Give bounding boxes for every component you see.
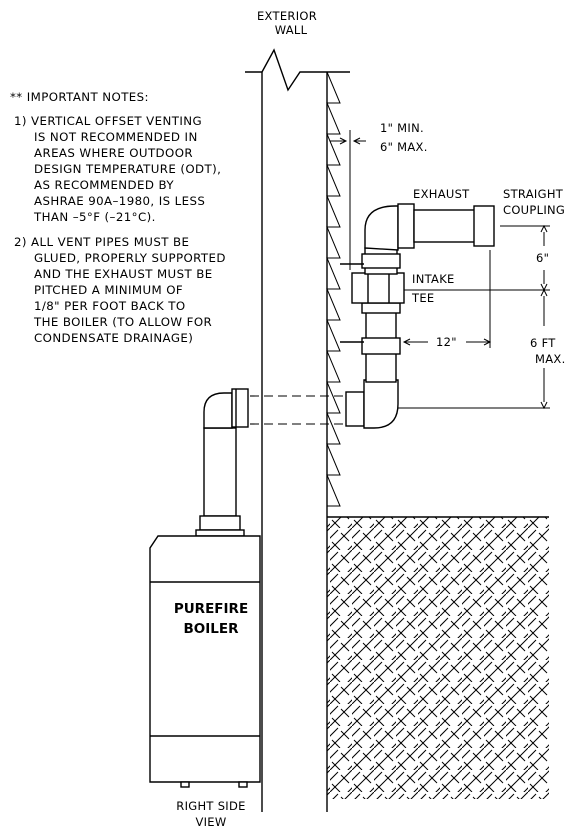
- note-2-line: 2) ALL VENT PIPES MUST BE: [14, 235, 189, 249]
- note-2-line: AND THE EXHAUST MUST BE: [34, 267, 213, 281]
- vertical-dimensions: 6" 6 FT MAX.: [398, 224, 566, 410]
- note-2-line: CONDENSATE DRAINAGE): [34, 331, 193, 345]
- exterior-wall-label: EXTERIOR: [257, 9, 317, 23]
- important-notes: ** IMPORTANT NOTES: 1) VERTICAL OFFSET V…: [10, 90, 226, 345]
- intake-tee-label: INTAKE: [412, 272, 455, 286]
- note-1-line: IS NOT RECOMMENDED IN: [34, 130, 198, 144]
- straight-coupling-label: COUPLING: [503, 203, 565, 217]
- note-2-line: THE BOILER (TO ALLOW FOR: [33, 315, 212, 329]
- notes-heading: ** IMPORTANT NOTES:: [10, 90, 149, 104]
- wall-penetration: [250, 395, 348, 425]
- exterior-wall: [245, 48, 350, 812]
- note-2-line: 1/8" PER FOOT BACK TO: [34, 299, 186, 313]
- exterior-wall-label: WALL: [275, 23, 308, 37]
- boiler-label: PUREFIRE: [174, 601, 248, 617]
- note-2-line: PITCHED A MINIMUM OF: [34, 283, 183, 297]
- view-label: RIGHT SIDE: [176, 799, 245, 813]
- note-1-line: AS RECOMMENDED BY: [34, 178, 174, 192]
- straight-coupling-label: STRAIGHT: [503, 187, 564, 201]
- purefire-boiler: PUREFIRE BOILER: [149, 535, 261, 788]
- outside-vent-assembly: [340, 203, 495, 429]
- view-label: VIEW: [195, 815, 226, 829]
- dim-6in-label: 6": [536, 251, 549, 265]
- note-1-line: ASHRAE 90A–1980, IS LESS: [34, 194, 205, 208]
- note-1-line: THAN –5°F (–21°C).: [33, 210, 156, 224]
- note-1-line: 1) VERTICAL OFFSET VENTING: [14, 114, 202, 128]
- dim-6ft-label: 6 FT: [530, 336, 556, 350]
- clearance-dimension: 1" MIN. 6" MAX.: [330, 121, 428, 270]
- ground-soil: [327, 516, 549, 799]
- dim-12in: 12": [402, 250, 492, 349]
- note-2-line: GLUED, PROPERLY SUPPORTED: [34, 251, 226, 265]
- dim-12in-label: 12": [436, 335, 457, 349]
- exhaust-label: EXHAUST: [413, 187, 470, 201]
- note-1-line: AREAS WHERE OUTDOOR: [34, 146, 193, 160]
- note-1-line: DESIGN TEMPERATURE (ODT),: [34, 162, 221, 176]
- intake-tee-label: TEE: [411, 291, 434, 305]
- min-max-label: 1" MIN.: [380, 121, 424, 135]
- dim-6ft-label: MAX.: [535, 352, 566, 366]
- min-max-label: 6" MAX.: [380, 140, 428, 154]
- boiler-vent-pipe: [195, 388, 249, 537]
- boiler-label: BOILER: [183, 621, 239, 637]
